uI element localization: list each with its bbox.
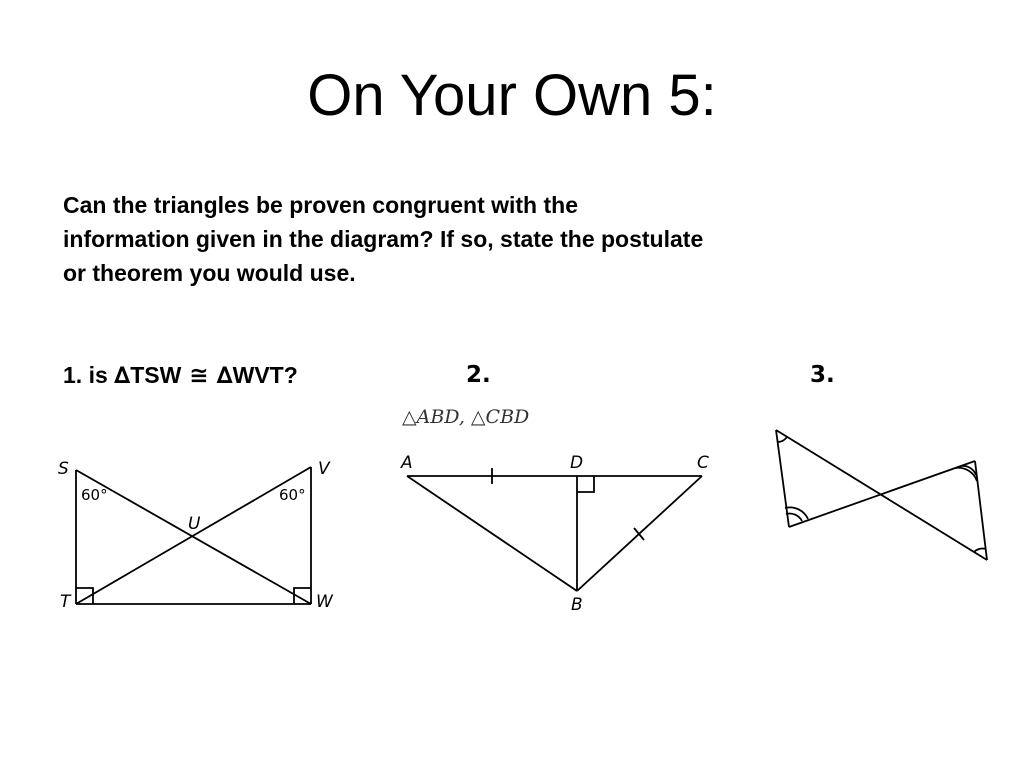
vertex-label-t: T bbox=[60, 592, 72, 612]
figure-2-caption: △ABD, △CBD bbox=[402, 406, 529, 428]
vertex-label-w: W bbox=[316, 592, 334, 612]
instruction-line-1: Can the triangles be proven congruent wi… bbox=[63, 192, 578, 218]
instruction-line-3: or theorem you would use. bbox=[63, 260, 356, 286]
vertex-label-c: C bbox=[697, 453, 709, 473]
question-2-label: 2. bbox=[466, 362, 491, 388]
angle-arc-bottom-left-outer bbox=[784, 506, 809, 520]
segment-ab bbox=[406, 475, 578, 592]
angle-arc-bottom-left-inner bbox=[785, 512, 803, 522]
tick-mark-cb bbox=[633, 527, 645, 541]
segment-right bbox=[974, 460, 988, 561]
segment-sw bbox=[75, 469, 312, 605]
question-1-triangle-1: TSW bbox=[130, 362, 182, 388]
segment-vt bbox=[75, 466, 312, 605]
angle-arc-bottom-right bbox=[973, 547, 987, 553]
right-angle-mark-d bbox=[577, 476, 595, 493]
instruction-line-2: information given in the diagram? If so,… bbox=[63, 226, 704, 252]
angle-arc-top-right-inner bbox=[960, 464, 977, 476]
angle-label-v: 60° bbox=[279, 486, 306, 504]
angle-arc-top-right-outer bbox=[954, 466, 978, 482]
right-angle-mark-t bbox=[76, 587, 94, 604]
figure-3 bbox=[775, 429, 988, 561]
vertex-label-v: V bbox=[318, 459, 331, 479]
slide-title: On Your Own 5: bbox=[307, 63, 717, 128]
figure-2 bbox=[406, 468, 703, 592]
vertex-label-b: B bbox=[571, 595, 583, 615]
vertex-label-u: U bbox=[188, 514, 201, 534]
question-1-label: 1. is ∆TSW ≅ ∆WVT? bbox=[63, 362, 298, 389]
triangle-symbol: ∆ bbox=[216, 363, 233, 389]
segment-diagonal-2 bbox=[788, 460, 976, 528]
angle-label-s: 60° bbox=[81, 486, 108, 504]
vertex-label-d: D bbox=[570, 453, 583, 473]
vertex-label-a: A bbox=[400, 453, 413, 473]
right-angle-mark-w bbox=[293, 587, 311, 604]
vertex-label-s: S bbox=[58, 459, 69, 479]
segment-left bbox=[775, 429, 790, 528]
question-1-prefix: 1. is bbox=[63, 362, 115, 388]
question-3-label: 3. bbox=[810, 362, 835, 388]
question-1-triangle-2: WVT? bbox=[232, 362, 298, 388]
triangle-symbol: ∆ bbox=[114, 363, 131, 389]
angle-arc-top-left bbox=[777, 436, 788, 443]
congruent-symbol: ≅ bbox=[181, 363, 217, 389]
figure-1 bbox=[75, 466, 312, 605]
